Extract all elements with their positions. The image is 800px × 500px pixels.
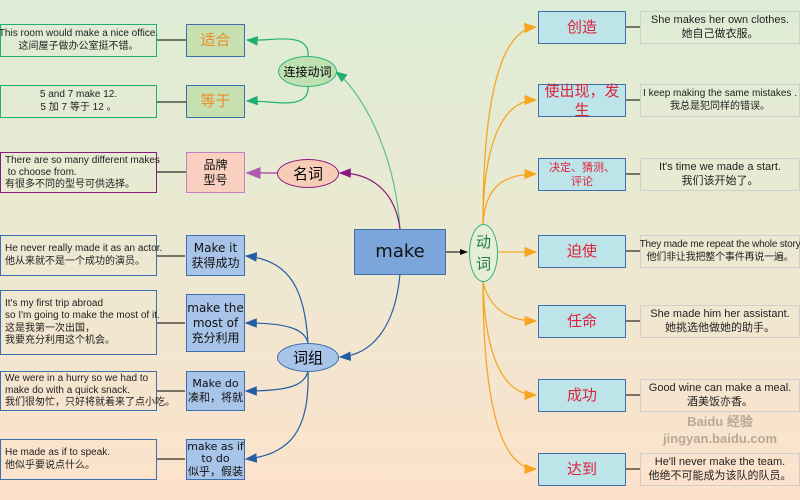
example-zh: 他似乎要说点什么。 [5,459,95,471]
example-en: He made as if to speak. [5,447,111,458]
verb-meaning[interactable]: 迫使 [538,235,626,268]
example-zh: 我们该开始了。 [681,174,759,187]
verb-example: It's time we made a start.我们该开始了。 [640,158,800,191]
verb-example: Good wine can make a meal.酒美饭亦香。 [640,379,800,412]
verb-meaning[interactable]: 决定、猜测、评论 [538,158,626,191]
example-zh: 有很多不同的型号可供选择。 [5,178,135,190]
phrase-example: It's my first trip abroad so I'm going t… [0,290,160,355]
example-en: This room would make a nice office. [0,28,159,39]
phrase-node[interactable]: 词组 [277,343,339,372]
example-zh: 我总是犯同样的错误。 [670,100,770,112]
example-en: We were in a hurry so we had to make do … [5,373,149,396]
phrase-meaning[interactable]: make the most of 充分利用 [186,294,245,352]
linking-verb-node[interactable]: 连接动词 [278,56,337,87]
example-en: It's my first trip abroad so I'm going t… [5,297,160,322]
noun-meaning[interactable]: 品牌 型号 [186,152,245,193]
phrase-meaning[interactable]: Make it 获得成功 [186,235,245,276]
phrase-example: He made as if to speak.他似乎要说点什么。 [0,439,157,480]
example-zh: 他从来就不是一个成功的演员。 [5,255,145,267]
verb-example: He'll never make the team.他绝不可能成为该队的队员。 [640,453,800,486]
verb-example: She made him her assistant.她挑选他做她的助手。 [640,305,800,338]
example-zh: 5 加 7 等于 12 。 [40,101,117,113]
example-en: 5 and 7 make 12. [39,89,118,100]
example-zh: 酒美饭亦香。 [687,395,753,408]
example-en: There are so many different makes to cho… [5,154,160,178]
example-zh: 他绝不可能成为该队的队员。 [648,469,792,482]
example-zh: 我们很匆忙，只好将就着来了点小吃。 [5,397,175,408]
noun-example: There are so many different makes to cho… [0,152,160,193]
example-en: He never really made it as an actor. [5,243,163,254]
verb-example: She makes her own clothes.她自己做衣服。 [640,11,800,44]
example-en: She made him her assistant. [650,307,790,320]
phrase-example: He never really made it as an actor.他从来就… [0,235,162,276]
example-en: I keep making the same mistakes . [643,88,797,99]
example-zh: 她自己做衣服。 [681,27,759,40]
linking-meaning[interactable]: 适合 [186,24,245,57]
example-zh: 他们非让我把整个事件再说一遍。 [646,251,794,263]
verb-meaning[interactable]: 任命 [538,305,626,338]
phrase-example: We were in a hurry so we had to make do … [0,371,175,411]
center-node-make[interactable]: make [354,229,446,275]
linking-meaning[interactable]: 等于 [186,85,245,118]
verb-meaning[interactable]: 达到 [538,453,626,486]
verb-example: I keep making the same mistakes .我总是犯同样的… [640,84,800,117]
example-en: He'll never make the team. [654,455,786,468]
example-en: It's time we made a start. [659,160,781,173]
example-en: Good wine can make a meal. [648,381,792,394]
noun-node[interactable]: 名词 [277,159,339,188]
linking-example: This room would make a nice office.这间屋子做… [0,24,159,57]
example-en: She makes her own clothes. [650,13,790,26]
example-en: They made me repeat the whole story [639,239,800,250]
phrase-meaning[interactable]: Make do 凑和，将就 [186,371,245,411]
verb-meaning[interactable]: 成功 [538,379,626,412]
phrase-meaning[interactable]: make as if to do 似乎，假装 [186,439,245,480]
example-zh: 这是我第一次出国， 我要充分利用这个机会。 [5,322,115,347]
verb-meaning[interactable]: 创造 [538,11,626,44]
example-zh: 她挑选他做她的助手。 [665,321,775,334]
verb-node[interactable]: 动词 [469,224,498,282]
watermark: Baidu 经验 jingyan.baidu.com [662,414,778,446]
linking-example: 5 and 7 make 12.5 加 7 等于 12 。 [0,85,157,118]
example-zh: 这间屋子做办公室挺不错。 [18,40,139,52]
verb-meaning[interactable]: 使出现，发生 [538,82,626,119]
